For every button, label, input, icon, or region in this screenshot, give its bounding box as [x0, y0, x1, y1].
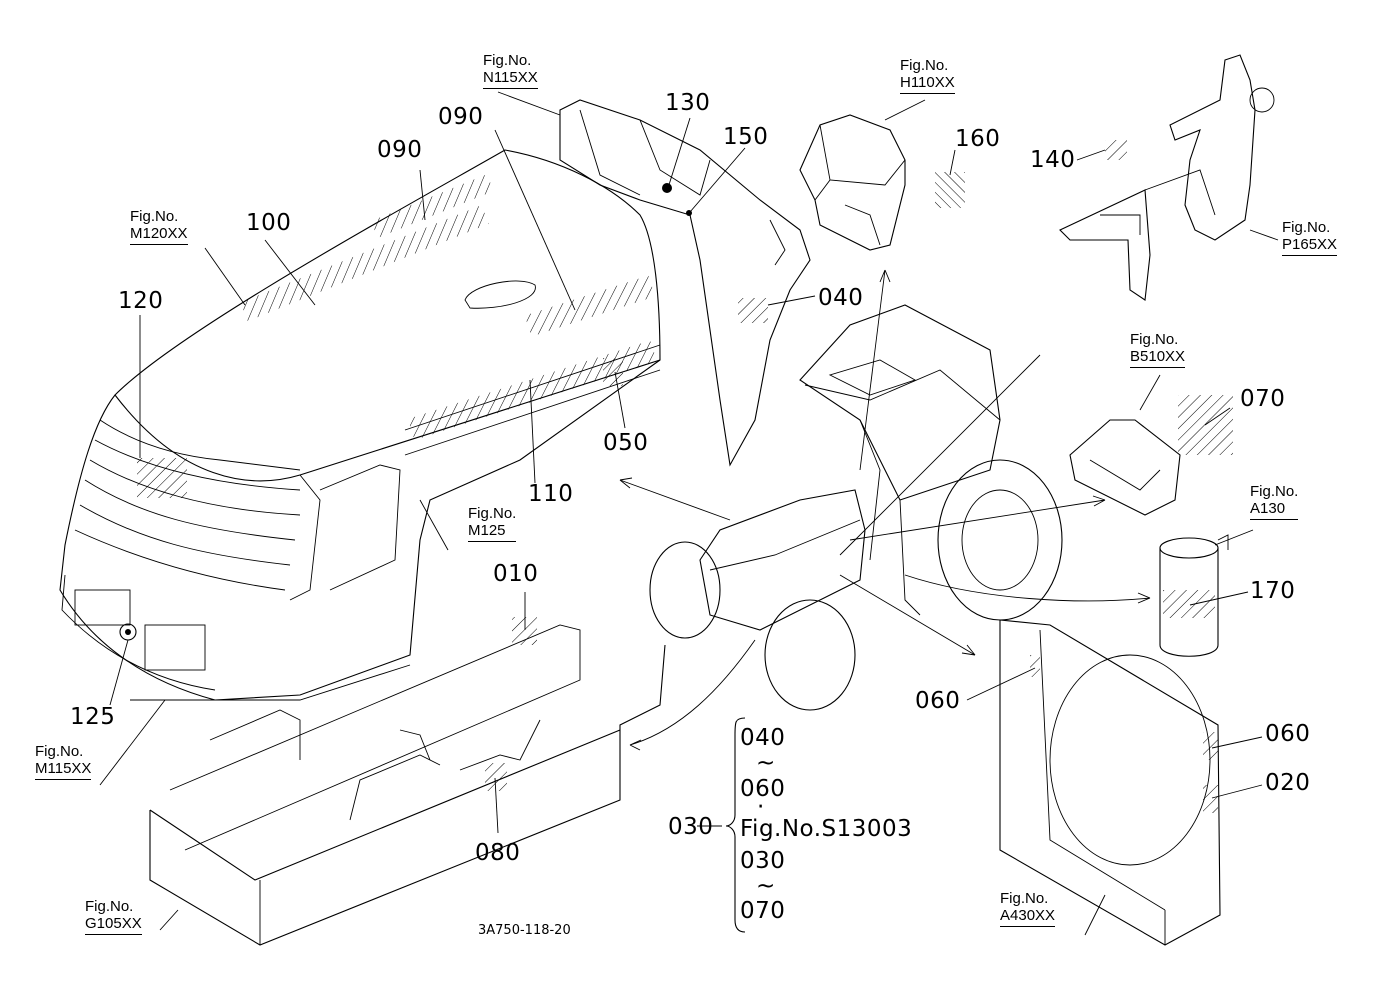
frame-outline: [149, 617, 666, 946]
decal-120: [137, 458, 187, 498]
callout-090-side: 090: [438, 104, 484, 130]
callout-110: 110: [528, 481, 574, 507]
fig-ref-n115: Fig.No. N115XX: [483, 52, 538, 89]
callout-100: 100: [246, 210, 292, 236]
fig-ref-m125: Fig.No. M125: [468, 505, 517, 542]
fig-ref-g105: Fig.No. G105XX: [85, 898, 142, 935]
callout-150: 150: [723, 124, 769, 150]
decal-060-shroud: [1203, 732, 1218, 760]
decal-010: [512, 617, 537, 645]
fig-ref-p165: Fig.No. P165XX: [1282, 219, 1338, 256]
bracket-line-070: 070: [740, 898, 786, 924]
decal-040: [738, 298, 768, 323]
front-panel-outline: [559, 99, 811, 467]
bracket-line-fig: Fig.No.S13003: [740, 816, 913, 842]
decal-060-side: [1030, 655, 1040, 677]
decal-050: [603, 358, 623, 386]
cylinder-outline: [1159, 534, 1229, 657]
decal-020: [1203, 785, 1218, 813]
callout-130: 130: [665, 90, 711, 116]
b510-part-outline: [1069, 395, 1233, 516]
fig-ref-m120: Fig.No. M120XX: [130, 208, 188, 245]
decal-170: [1163, 590, 1215, 618]
bracket-tilde-1: ~: [756, 750, 776, 776]
decal-160: [935, 172, 965, 208]
callout-060-right: 060: [1265, 721, 1311, 747]
decal-110: [407, 340, 658, 441]
bracket-line-030: 030: [740, 848, 786, 874]
decal-140: [1105, 140, 1127, 160]
callout-160: 160: [955, 126, 1001, 152]
roof-part-outline: [799, 114, 965, 251]
callout-070: 070: [1240, 386, 1286, 412]
callout-125: 125: [70, 704, 116, 730]
callout-020: 020: [1265, 770, 1311, 796]
decal-090-side: [524, 275, 656, 337]
leader-lines: [99, 91, 1279, 936]
decal-080: [485, 763, 507, 791]
fig-ref-a430: Fig.No. A430XX: [1000, 890, 1056, 927]
bracket-outline: [1059, 54, 1275, 301]
tractor-outline: [649, 304, 1063, 711]
callout-170: 170: [1250, 578, 1296, 604]
bracket-dot: ·: [757, 794, 765, 820]
bracket-tilde-2: ~: [756, 873, 776, 899]
fig-ref-h110: Fig.No. H110XX: [900, 57, 955, 94]
callout-090-top: 090: [377, 137, 423, 163]
callout-080: 080: [475, 840, 521, 866]
fig-ref-b510: Fig.No. B510XX: [1130, 331, 1186, 368]
callout-040: 040: [818, 285, 864, 311]
bracket-line-060: 060: [740, 776, 786, 802]
drawing-code: 3A750-118-20: [478, 923, 571, 938]
decal-100: [240, 205, 489, 322]
callout-030: 030: [668, 814, 714, 840]
fig-ref-m115: Fig.No. M115XX: [35, 743, 92, 780]
callout-050: 050: [603, 430, 649, 456]
callout-010: 010: [493, 561, 539, 587]
bracket-line-040: 040: [740, 725, 786, 751]
shroud-outline: [999, 619, 1221, 946]
callout-060-left: 060: [915, 688, 961, 714]
callout-140: 140: [1030, 147, 1076, 173]
decal-090-top: [370, 174, 494, 238]
fig-ref-a130: Fig.No. A130: [1250, 483, 1299, 520]
callout-120: 120: [118, 288, 164, 314]
